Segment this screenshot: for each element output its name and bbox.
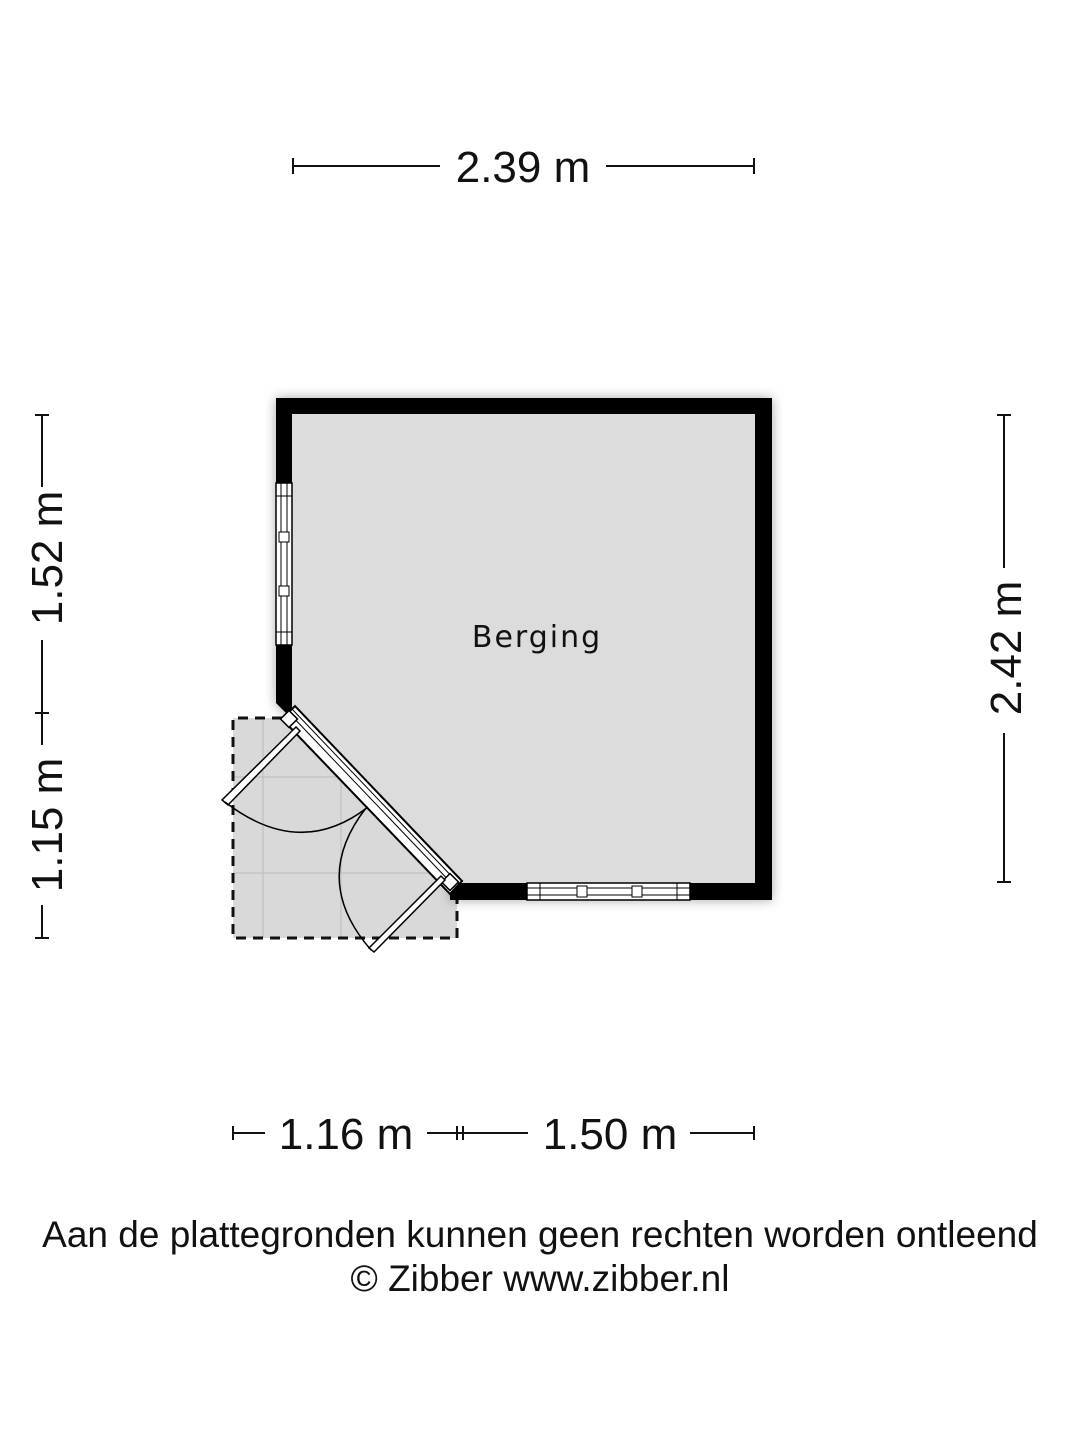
dimension-left-upper-label: 1.52 m (23, 491, 72, 626)
dimension-right: 2.42 m (982, 414, 1031, 883)
window-bottom (526, 882, 691, 901)
dimension-top-width: 2.39 m (292, 143, 755, 192)
outdoor-area (231, 716, 459, 940)
dimension-right-label: 2.42 m (982, 581, 1031, 716)
window-left (275, 482, 293, 646)
dimension-bottom-right-label: 1.50 m (543, 1110, 678, 1159)
room-label: Berging (472, 620, 602, 655)
dimension-top-label: 2.39 m (456, 143, 591, 192)
dimension-bottom-left-label: 1.16 m (279, 1110, 414, 1159)
door-diagonal (220, 704, 464, 954)
copyright-text: © Zibber www.zibber.nl (350, 1258, 730, 1299)
disclaimer-text: Aan de plattegronden kunnen geen rechten… (42, 1214, 1038, 1255)
dimension-left: 1.52 m 1.15 m (23, 414, 72, 939)
room-berging (276, 398, 772, 900)
dimension-bottom: 1.16 m 1.50 m (232, 1110, 755, 1159)
dimension-left-lower-label: 1.15 m (23, 758, 72, 893)
